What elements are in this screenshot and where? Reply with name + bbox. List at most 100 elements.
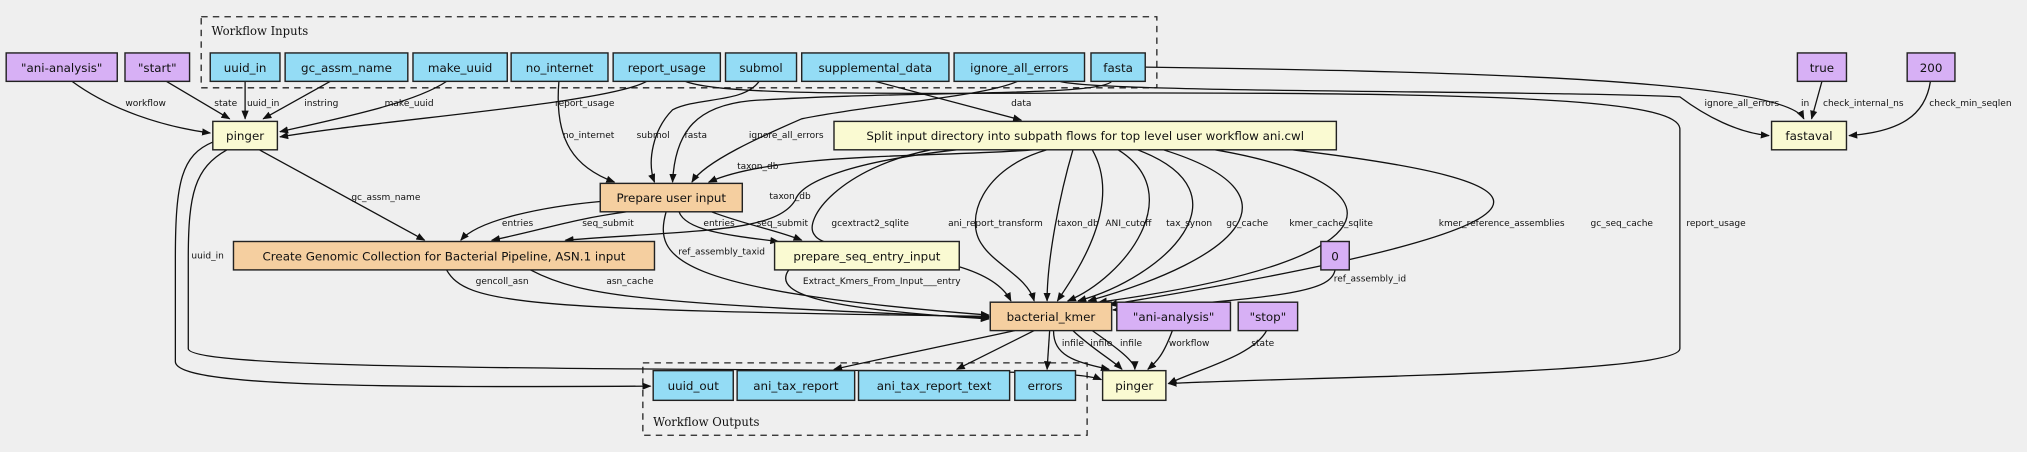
edge-label: entries bbox=[703, 219, 735, 229]
edge-line bbox=[648, 80, 760, 183]
edge-report_usage-to-pinger1: report_usage bbox=[279, 80, 648, 140]
node-label: bacterial_kmer bbox=[1007, 310, 1096, 324]
edge-label: infile bbox=[1062, 339, 1084, 349]
node-no-internet[interactable]: no_internet bbox=[510, 52, 609, 83]
node-box bbox=[599, 182, 744, 213]
node-bk[interactable]: bacterial_kmer bbox=[989, 301, 1113, 332]
node-label: Create Genomic Collection for Bacterial … bbox=[262, 249, 625, 263]
node-label: gc_assm_name bbox=[301, 61, 392, 75]
node-box bbox=[612, 52, 722, 83]
node-c-ani2[interactable]: "ani-analysis" bbox=[1116, 301, 1232, 332]
node-c-200[interactable]: 200 bbox=[1906, 52, 1956, 83]
edge-submol-to-prepare: submol bbox=[637, 80, 760, 183]
edge-line bbox=[1056, 149, 1104, 302]
edge-supplemental_data-to-split: data bbox=[875, 80, 1031, 122]
node-box bbox=[1014, 369, 1077, 402]
edge-line bbox=[1810, 81, 1823, 120]
node-fasta[interactable]: fasta bbox=[1090, 52, 1146, 83]
node-label: "ani-analysis" bbox=[1133, 310, 1214, 324]
node-uuid-in[interactable]: uuid_in bbox=[209, 52, 281, 83]
node-ignore-all-errors[interactable]: ignore_all_errors bbox=[953, 52, 1086, 83]
node-label: Prepare user input bbox=[616, 191, 726, 205]
node-split[interactable]: Split input directory into subpath flows… bbox=[833, 120, 1338, 151]
node-box bbox=[773, 240, 960, 271]
edge-label: infile bbox=[1090, 339, 1112, 349]
edge-line bbox=[711, 211, 803, 241]
node-label: pinger bbox=[226, 129, 264, 143]
edge-split-to-bk: gc_cache bbox=[1077, 149, 1269, 303]
edge-label: ref_assembly_taxid bbox=[678, 247, 765, 257]
node-report-usage[interactable]: report_usage bbox=[612, 52, 722, 83]
edge-label: uuid_in bbox=[191, 251, 223, 261]
node-box bbox=[989, 301, 1113, 332]
node-c-stop[interactable]: "stop" bbox=[1237, 301, 1299, 332]
node-ani-tax-report-text[interactable]: ani_tax_report_text bbox=[857, 369, 1011, 402]
edge-line bbox=[71, 80, 212, 136]
edge-line bbox=[1091, 330, 1139, 371]
edge-label: fasta bbox=[685, 131, 708, 141]
workflow-inputs-label: Workflow Inputs bbox=[212, 24, 309, 38]
node-create[interactable]: Create Genomic Collection for Bacterial … bbox=[232, 240, 656, 271]
edge-line bbox=[974, 149, 1048, 302]
edge-label: gcextract2_sqlite bbox=[831, 219, 909, 229]
node-uuid-out[interactable]: uuid_out bbox=[652, 369, 734, 402]
edge-line bbox=[1108, 149, 1495, 308]
node-box bbox=[232, 240, 656, 271]
node-gc-assm-name[interactable]: gc_assm_name bbox=[284, 52, 409, 83]
edge-label: workflow bbox=[125, 99, 165, 109]
edge-c_ani2-to-pinger2: workflow bbox=[1147, 330, 1209, 370]
edge-prepare-to-bk: ref_assembly_taxid bbox=[662, 211, 990, 319]
edge-label: gc_assm_name bbox=[351, 193, 421, 203]
edge-prepare-to-create: entries bbox=[460, 200, 601, 241]
node-c-start[interactable]: "start" bbox=[124, 52, 191, 83]
edge-bk-to-pinger2: infile bbox=[1091, 330, 1142, 371]
edge-create-to-bk: asn_cache bbox=[530, 269, 990, 321]
node-c-true[interactable]: true bbox=[1796, 52, 1848, 83]
edge-report_usage-to-pinger2: report_usage bbox=[685, 80, 1746, 387]
edge-label: in bbox=[1801, 99, 1809, 109]
node-submol[interactable]: submol bbox=[724, 52, 798, 83]
edge-c_ani1-to-pinger1: workflow bbox=[71, 80, 212, 136]
node-ani-tax-report[interactable]: ani_tax_report bbox=[736, 369, 856, 402]
edge-label: gc_cache bbox=[1226, 219, 1268, 229]
edge-label: infile bbox=[1120, 339, 1142, 349]
edge-line bbox=[1066, 149, 1150, 302]
node-errors[interactable]: errors bbox=[1014, 369, 1077, 402]
node-fastaval[interactable]: fastaval bbox=[1770, 120, 1848, 151]
node-label: ani_tax_report bbox=[753, 379, 839, 393]
edge-split-to-bk: ani_report_transform bbox=[948, 149, 1048, 302]
node-prepare[interactable]: Prepare user input bbox=[599, 182, 744, 213]
edge-line bbox=[174, 141, 652, 390]
edge-label: asn_cache bbox=[606, 277, 654, 287]
node-box bbox=[510, 52, 609, 83]
edge-split-to-bk: taxon_db bbox=[1043, 149, 1099, 302]
edge-label: gencoll_asn bbox=[476, 277, 529, 287]
edge-split-to-bk: ANI_cutoff bbox=[1056, 149, 1152, 302]
node-make-uuid[interactable]: make_uuid bbox=[412, 52, 508, 83]
edge-bk-to-pinger2: infile bbox=[1072, 330, 1123, 370]
node-label: prepare_seq_entry_input bbox=[793, 249, 940, 263]
node-box bbox=[953, 52, 1086, 83]
edge-label: report_usage bbox=[1686, 219, 1746, 229]
node-c-zero[interactable]: 0 bbox=[1320, 240, 1350, 271]
node-supplemental-data[interactable]: supplemental_data bbox=[800, 52, 950, 83]
edge-line bbox=[1147, 330, 1173, 370]
node-box bbox=[5, 52, 118, 83]
edge-prepseq-to-bk: Extract_Kmers_From_Input___entry bbox=[785, 269, 990, 323]
edge-bk-to-ani_tax_report bbox=[833, 329, 1015, 372]
edge-label: workflow bbox=[1169, 339, 1209, 349]
node-box bbox=[1770, 120, 1848, 151]
edge-line bbox=[875, 80, 1023, 122]
edge-label: instring bbox=[304, 99, 338, 109]
edge-line bbox=[1052, 330, 1110, 372]
node-pinger1[interactable]: pinger bbox=[212, 120, 279, 151]
edge-split-to-prepare: taxon_db bbox=[707, 149, 1035, 183]
node-label: fasta bbox=[1103, 61, 1133, 75]
node-pinger2[interactable]: pinger bbox=[1101, 369, 1167, 402]
node-box bbox=[212, 120, 279, 151]
node-c-ani1[interactable]: "ani-analysis" bbox=[5, 52, 118, 83]
node-box bbox=[1101, 369, 1167, 402]
node-prepseq[interactable]: prepare_seq_entry_input bbox=[773, 240, 960, 271]
